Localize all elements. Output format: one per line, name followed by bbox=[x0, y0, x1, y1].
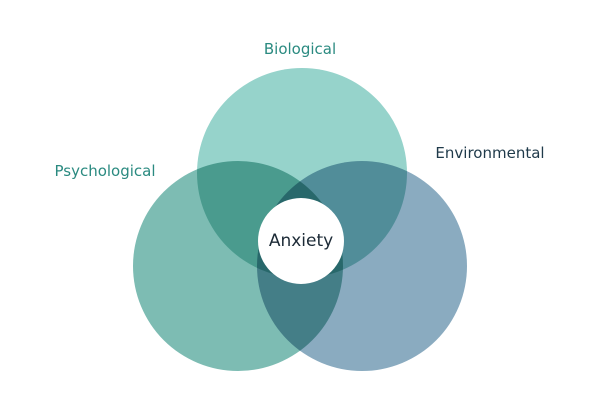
label-environmental: Environmental bbox=[435, 144, 545, 162]
center-circle bbox=[258, 198, 344, 284]
center-label: Anxiety bbox=[268, 231, 334, 251]
label-biological: Biological bbox=[263, 40, 337, 58]
label-psychological: Psychological bbox=[54, 162, 156, 180]
